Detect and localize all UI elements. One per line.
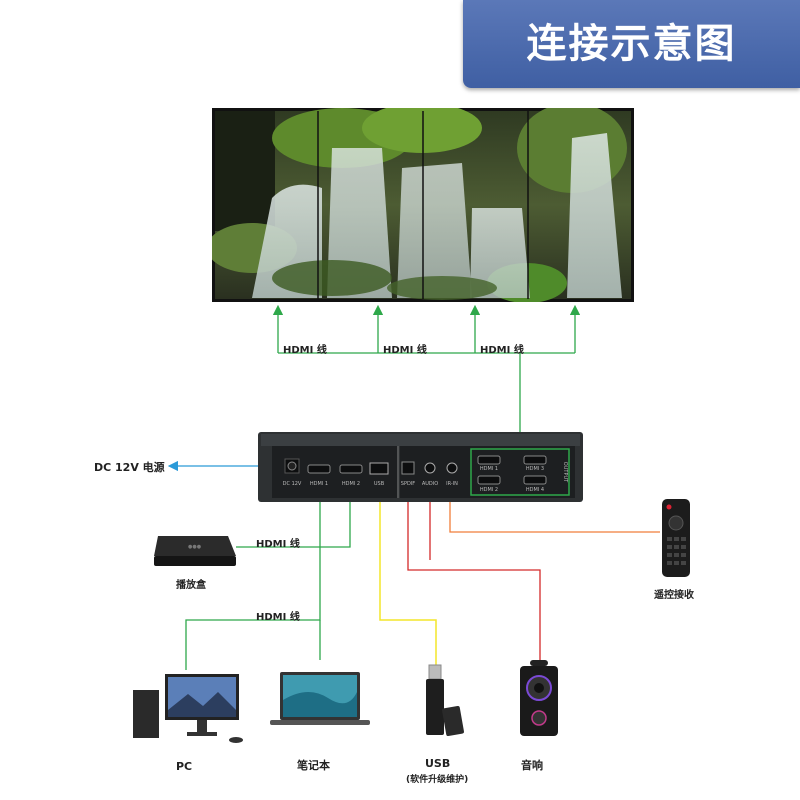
speaker-label: 音响 xyxy=(521,759,543,772)
output-group-label: OUTPUT xyxy=(562,462,568,483)
port-label-hdmi1: HDMI 1 xyxy=(310,481,328,487)
port-label-spdif: SPDIF xyxy=(401,481,416,487)
port-label-hdmi2: HDMI 2 xyxy=(342,481,360,487)
title-banner: 连接示意图 xyxy=(463,0,800,88)
port-label-usb: USB xyxy=(374,481,385,487)
usb-note-label: (软件升级维护) xyxy=(406,775,469,785)
out-label-hdmi3: HDMI 3 xyxy=(526,466,544,472)
pc-icon xyxy=(133,672,253,751)
out-label-hdmi1: HDMI 1 xyxy=(480,466,498,472)
page-title: 连接示意图 xyxy=(526,21,737,67)
splicer-device: DC 12V HDMI 1 HDMI 2 USB SPDIF AUDIO IR-… xyxy=(258,432,583,506)
hdmi-cable-label: HDMI 线 xyxy=(480,345,524,356)
svg-text:●●●: ●●● xyxy=(188,544,202,550)
hdmi-cable-label: HDMI 线 xyxy=(283,345,327,356)
hdmi-cable-label: HDMI 线 xyxy=(383,345,427,356)
audio-lines xyxy=(407,495,541,660)
port-label-audio: AUDIO xyxy=(422,481,438,487)
port-labels: DC 12V HDMI 1 HDMI 2 USB SPDIF AUDIO IR-… xyxy=(283,462,568,493)
pc-label: PC xyxy=(176,760,193,773)
laptop-icon xyxy=(268,670,372,732)
hdmi-input-lines xyxy=(185,495,351,670)
out-label-hdmi4: HDMI 4 xyxy=(526,487,544,493)
laptop-label: 笔记本 xyxy=(297,759,330,772)
remote-label: 遥控接收 xyxy=(654,590,694,601)
usb-drive-icon xyxy=(418,663,468,742)
port-label-ir: IR-IN xyxy=(446,481,458,487)
set-top-box-label: 播放盒 xyxy=(176,580,206,591)
power-label: DC 12V 电源 xyxy=(94,461,165,474)
port-label-dc: DC 12V xyxy=(283,481,302,487)
hdmi-cable-label: HDMI 线 xyxy=(256,612,300,623)
set-top-box-icon: ●●● xyxy=(150,530,240,576)
usb-line xyxy=(379,495,437,665)
speaker-icon xyxy=(516,658,562,742)
video-wall-image xyxy=(207,103,631,303)
out-label-hdmi2: HDMI 2 xyxy=(480,487,498,493)
hdmi-cable-label: HDMI 线 xyxy=(256,539,300,550)
hdmi-output-lines xyxy=(272,304,581,452)
video-wall xyxy=(207,103,634,303)
usb-label: USB xyxy=(425,757,451,770)
remote-control-icon xyxy=(658,497,694,583)
ir-line xyxy=(449,495,660,533)
